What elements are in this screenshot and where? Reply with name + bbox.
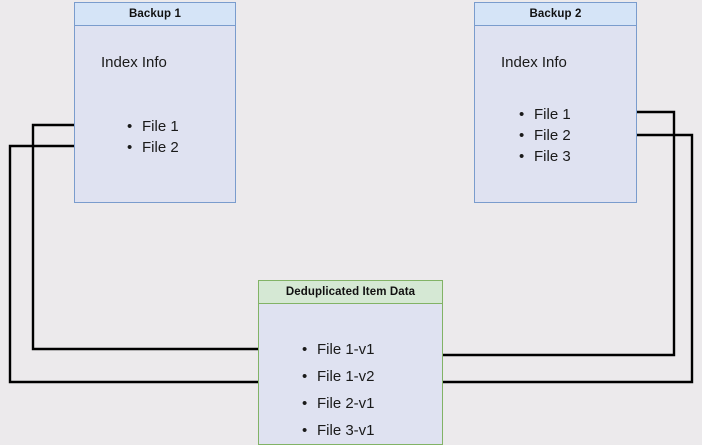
node-backup-2-title: Backup 2 [475, 3, 636, 26]
list-item: File 1 [519, 104, 571, 125]
list-item: File 2 [127, 137, 179, 158]
node-deduplicated-item-data-title: Deduplicated Item Data [259, 281, 442, 304]
node-backup-2-body: Index Info File 1 File 2 File 3 [475, 26, 636, 202]
backup-2-file-list: File 1 File 2 File 3 [519, 104, 571, 167]
list-item: File 2-v1 [302, 390, 375, 417]
node-backup-1-title: Backup 1 [75, 3, 235, 26]
node-backup-1[interactable]: Backup 1 Index Info File 1 File 2 [74, 2, 236, 203]
node-deduplicated-item-data-body: File 1-v1 File 1-v2 File 2-v1 File 3-v1 [259, 304, 442, 444]
dedup-file-list: File 1-v1 File 1-v2 File 2-v1 File 3-v1 [302, 336, 375, 444]
node-deduplicated-item-data[interactable]: Deduplicated Item Data File 1-v1 File 1-… [258, 280, 443, 445]
node-backup-2[interactable]: Backup 2 Index Info File 1 File 2 File 3 [474, 2, 637, 203]
list-item: File 1-v2 [302, 363, 375, 390]
list-item: File 3-v1 [302, 417, 375, 444]
list-item: File 1 [127, 116, 179, 137]
list-item: File 3 [519, 146, 571, 167]
list-item: File 2 [519, 125, 571, 146]
backup-1-index-info-label: Index Info [101, 54, 167, 71]
list-item: File 1-v1 [302, 336, 375, 363]
backup-1-file-list: File 1 File 2 [127, 116, 179, 158]
node-backup-1-body: Index Info File 1 File 2 [75, 26, 235, 202]
backup-2-index-info-label: Index Info [501, 54, 567, 71]
